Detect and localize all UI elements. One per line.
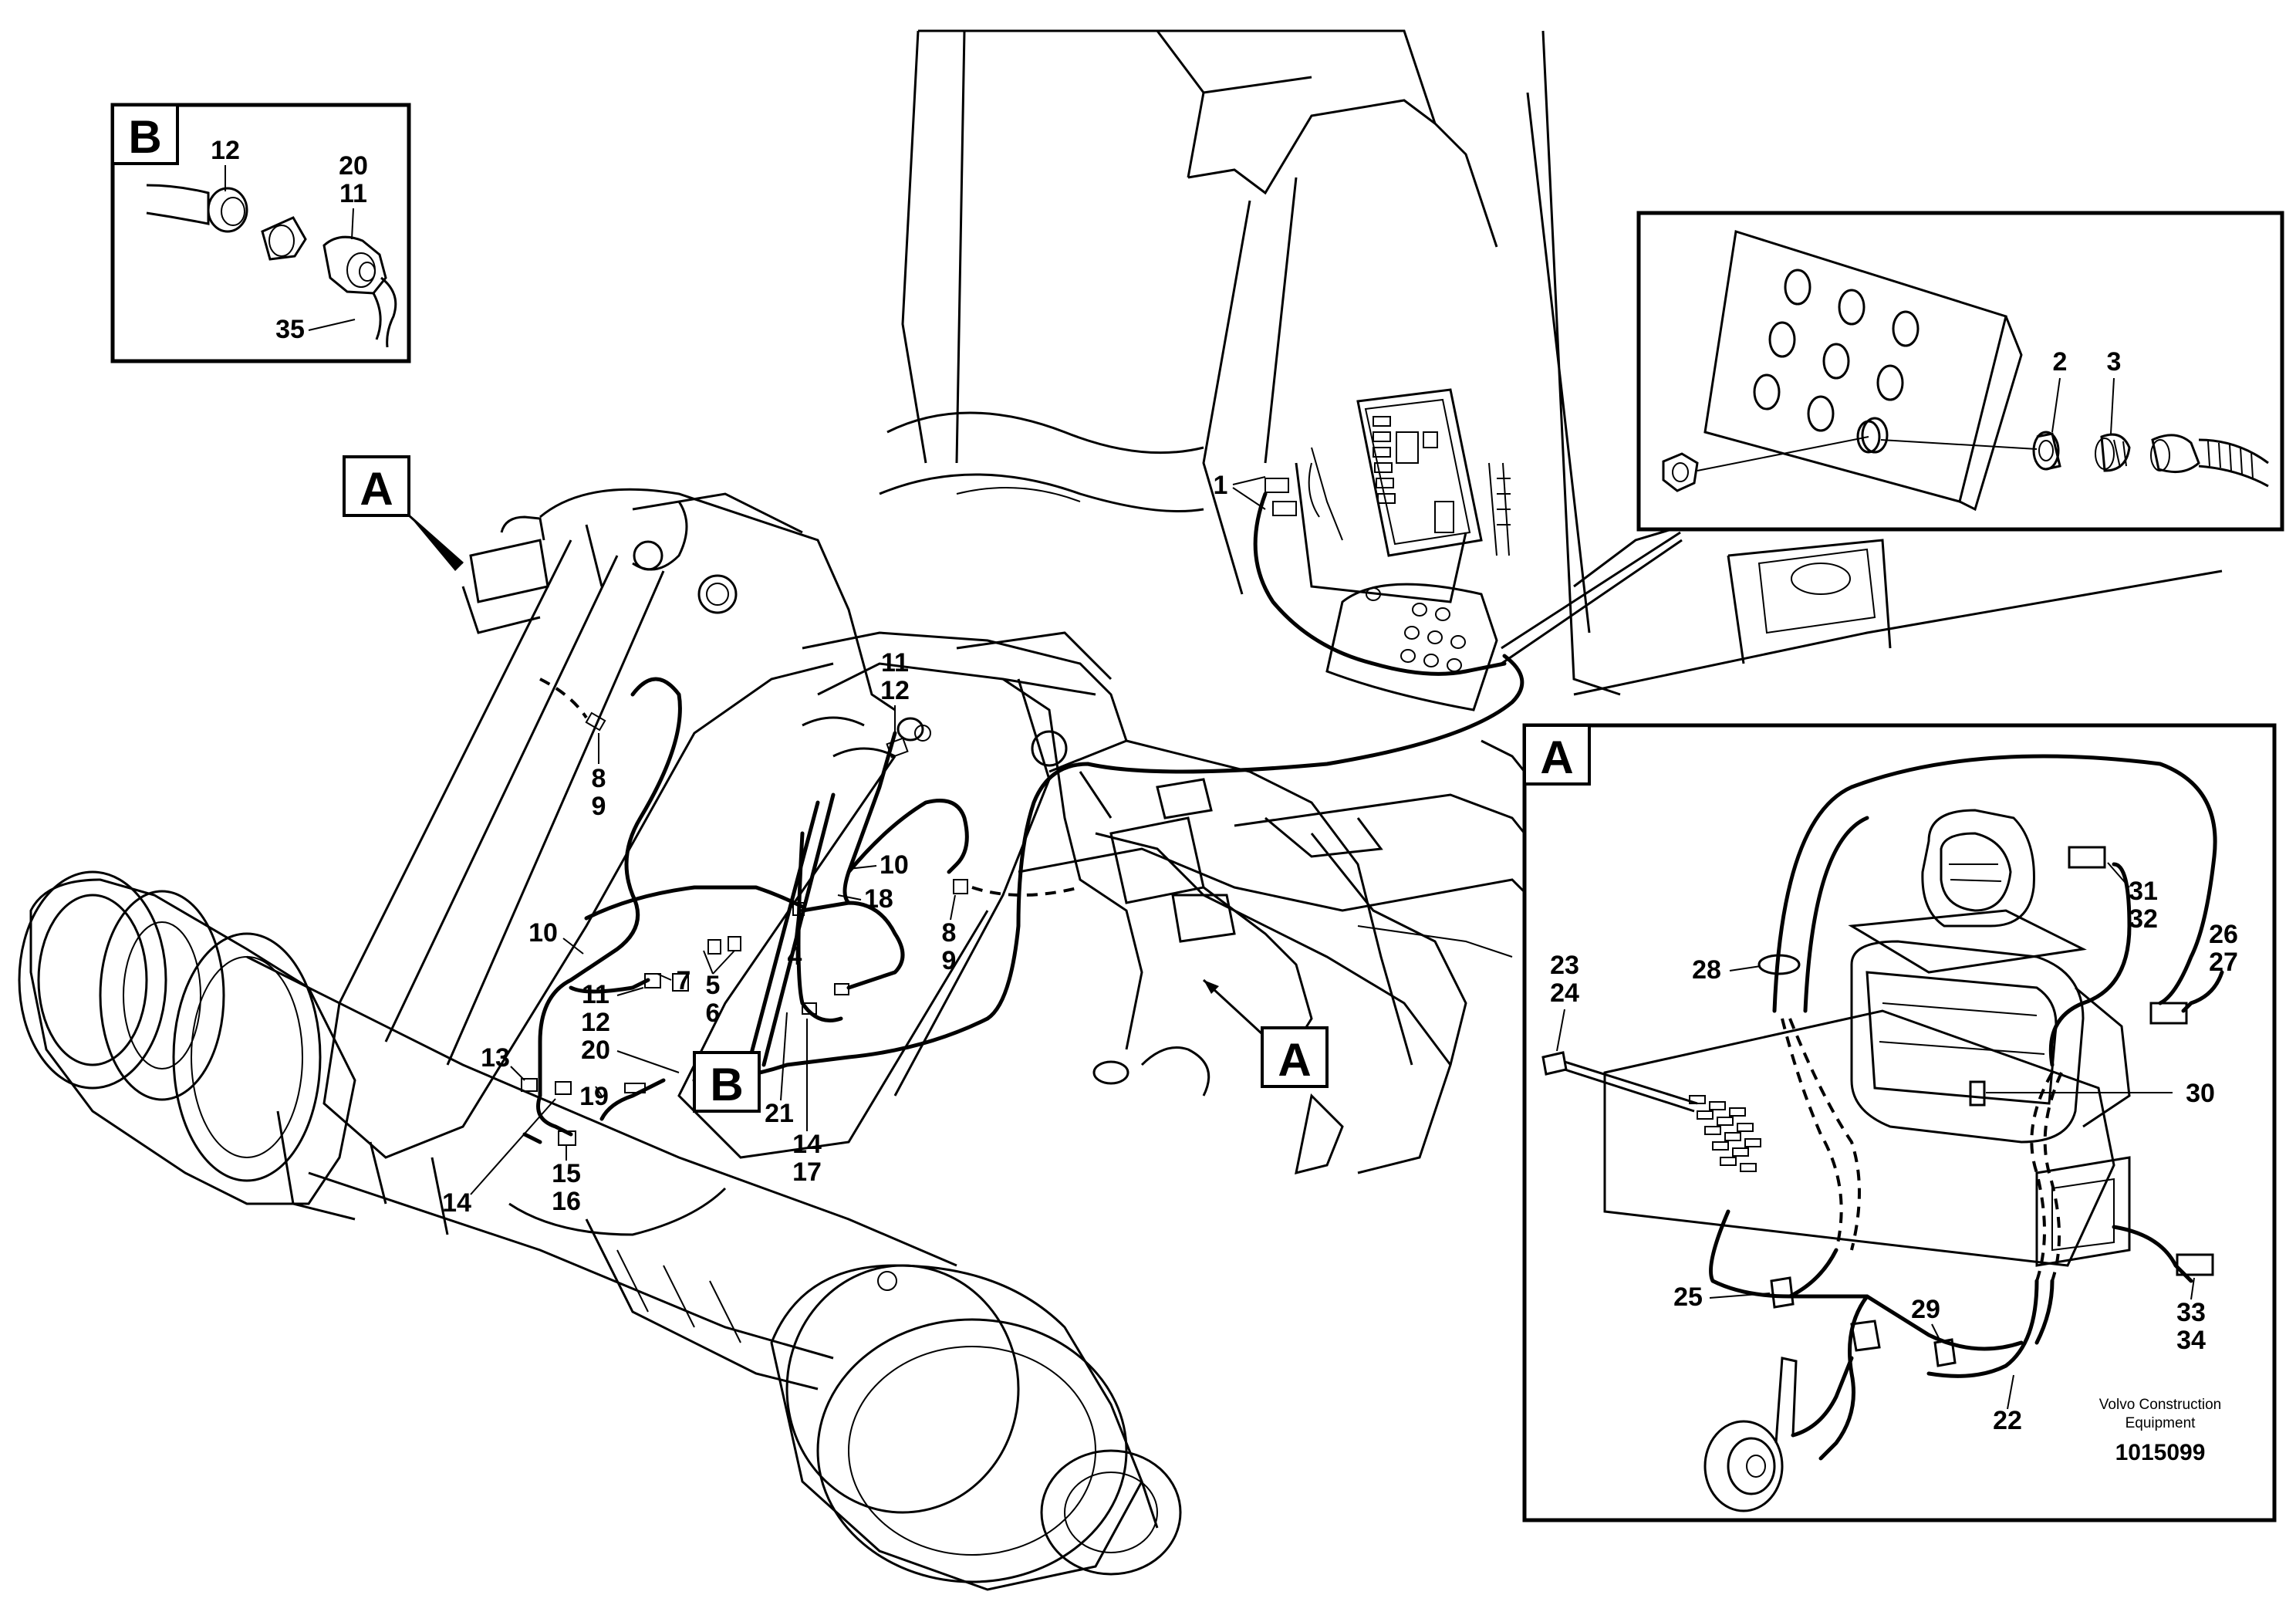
detail-a-letter: A: [1540, 732, 1573, 783]
detail-a-callout-26: 26: [2209, 920, 2238, 949]
tag-a-upper-leader: [408, 514, 464, 565]
callout-6: 6: [706, 999, 721, 1028]
harness-dashed-left: [539, 678, 588, 719]
tag-a-upper: [343, 455, 410, 517]
detail-b-letter: B: [128, 111, 161, 163]
tag-b-center: [693, 1051, 761, 1113]
detail-c-callout-3: 3: [2107, 347, 2122, 377]
detail-a-callout-33: 33: [2176, 1298, 2206, 1327]
callout-19: 19: [579, 1082, 609, 1111]
fuse-panel: [1264, 388, 1511, 557]
detail-a-callout-27: 27: [2209, 948, 2238, 977]
detail-a-callout-23: 23: [1550, 951, 1579, 980]
callout-12-top: 12: [880, 676, 910, 705]
body-lamp-rear: [1109, 778, 1236, 943]
callout-10-right: 10: [880, 850, 909, 880]
callout-5: 5: [706, 971, 721, 1000]
brand-line-1: Volvo Construction: [2099, 1397, 2221, 1413]
callout-11-low: 11: [582, 980, 609, 1009]
tag-a-lower: [1261, 1026, 1329, 1088]
callout-11-top: 11: [881, 648, 909, 678]
detail-a-callout-32: 32: [2129, 904, 2158, 934]
detail-b-callout-35: 35: [275, 315, 305, 344]
callout-8-right: 8: [942, 918, 957, 948]
callout-13: 13: [481, 1043, 510, 1073]
detail-a-callout-29: 29: [1911, 1295, 1940, 1324]
callout-15: 15: [552, 1159, 581, 1188]
harness-connectors: [521, 711, 968, 1146]
document-number: 1015099: [2115, 1440, 2206, 1465]
callout-9-right: 9: [942, 946, 957, 975]
callout-16: 16: [552, 1187, 581, 1216]
brand-line-2: Equipment: [2125, 1415, 2196, 1431]
rear-axle-hub: [770, 1264, 1182, 1591]
cab-connector-plate: [1325, 583, 1498, 711]
tag-b-center-label: B: [710, 1059, 743, 1110]
front-axle: [18, 870, 957, 1391]
callout-20-low: 20: [581, 1036, 610, 1065]
detail-a-callout-22: 22: [1993, 1406, 2022, 1435]
detail-c-leader-1: [1501, 531, 1681, 650]
detail-b-callout-20: 20: [339, 151, 368, 181]
main-callouts: 1 8 9 11 12 10 18 10 7 5 6 4 8 9 11 12 2…: [442, 471, 1266, 1218]
callout-4: 4: [788, 941, 802, 971]
tag-a-upper-label: A: [360, 463, 393, 515]
callout-17: 17: [792, 1157, 822, 1187]
vent-holes: [1689, 1095, 1761, 1172]
detail-b-tag: [111, 103, 179, 165]
detail-b-callout-11: 11: [339, 179, 367, 208]
callout-1: 1: [1214, 471, 1228, 500]
detail-a-callout-28: 28: [1692, 955, 1721, 985]
detail-a-callout-34: 34: [2176, 1326, 2206, 1355]
cab-cable: [1253, 492, 1507, 676]
callout-14-left: 14: [442, 1188, 471, 1218]
detail-cab-panel: 2 3: [1636, 211, 2284, 532]
wiring-harness: [522, 654, 1524, 1144]
callout-10-left: 10: [528, 918, 558, 948]
tag-a-upper-arrow: [409, 515, 463, 571]
detail-b-frame: B 12 20 11 35: [110, 103, 411, 363]
detail-a-tag: [1523, 724, 1591, 786]
frame-lamp-front: [461, 515, 549, 634]
callout-18: 18: [864, 884, 893, 914]
callout-8-left: 8: [592, 764, 606, 793]
detail-b-callout-12: 12: [211, 136, 240, 165]
detail-c-callout-2: 2: [2053, 347, 2068, 377]
cab-outline: [879, 29, 2223, 696]
tag-a-lower-arrow: [1204, 980, 1219, 994]
detail-a-frame: A: [1522, 723, 2277, 1522]
callout-9-left: 9: [592, 792, 606, 821]
detail-c-leader-2: [1501, 539, 1683, 665]
detail-a-callout-25: 25: [1673, 1282, 1703, 1312]
callout-14-mid: 14: [792, 1130, 822, 1159]
callout-12-low: 12: [581, 1008, 610, 1037]
callout-21: 21: [765, 1099, 794, 1128]
detail-a-callout-30: 30: [2186, 1079, 2215, 1108]
callout-7: 7: [677, 966, 691, 995]
harness-dashed-right: [971, 886, 1081, 897]
detail-a-callout-31: 31: [2129, 877, 2158, 906]
detail-a-callout-24: 24: [1550, 978, 1579, 1008]
tag-a-lower-label: A: [1278, 1034, 1311, 1086]
